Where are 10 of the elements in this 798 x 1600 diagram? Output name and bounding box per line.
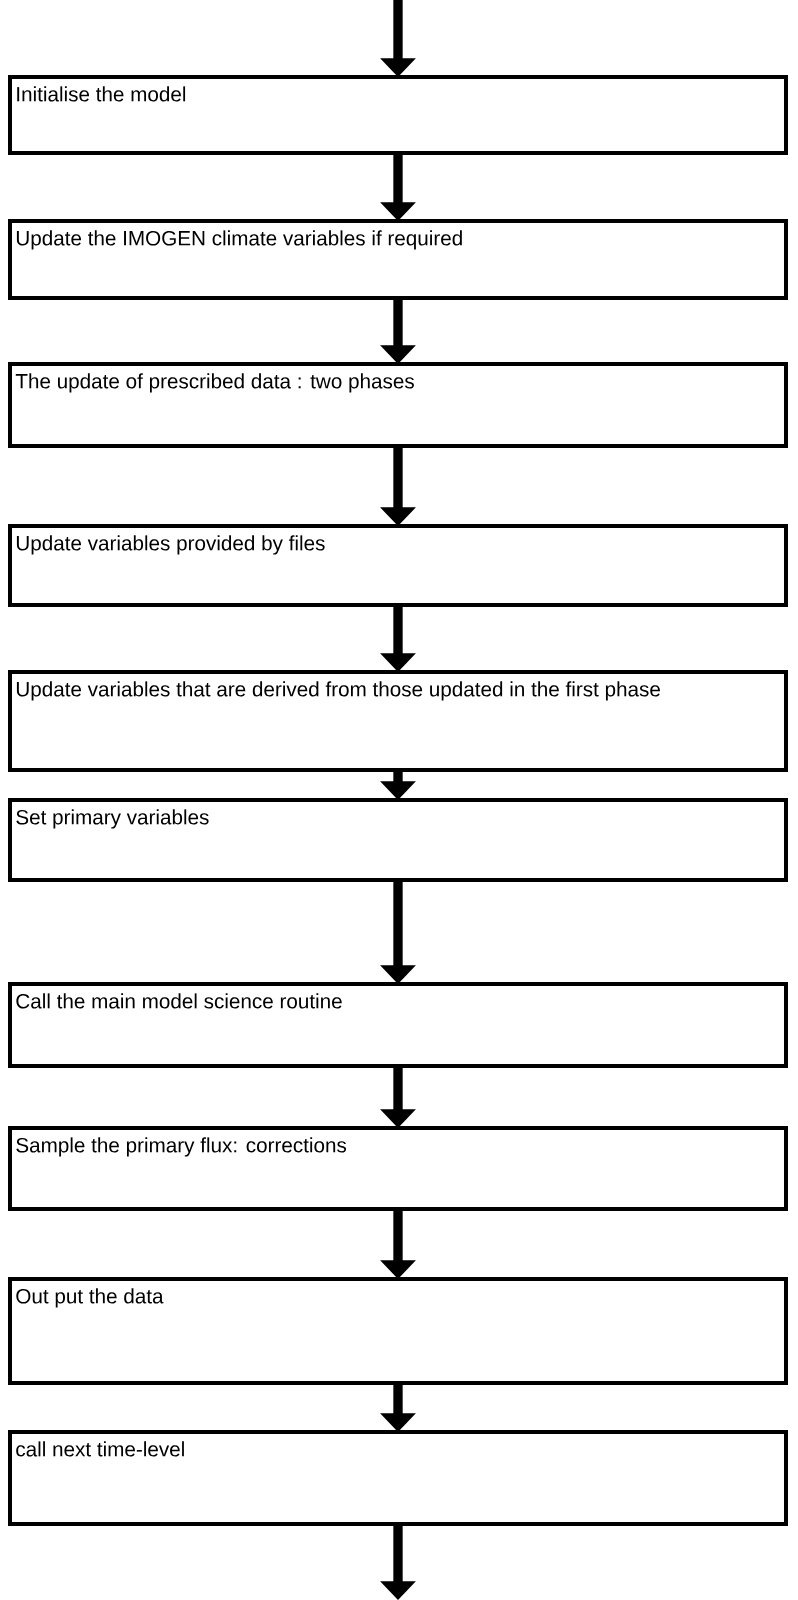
- process-box: Call the main model science routine: [8, 982, 788, 1068]
- process-box: Update the IMOGEN climate variables if required: [8, 219, 788, 301]
- process-box: call next time-level: [8, 1430, 788, 1526]
- process-box: Update variables provided by files: [8, 524, 788, 607]
- process-box: Update variables that are derived from those updated in the first phase: [8, 670, 788, 772]
- process-box: Out put the data: [8, 1277, 788, 1385]
- process-box: Initialise the model: [8, 75, 788, 155]
- process-box: The update of prescribed data : two phases: [8, 362, 788, 448]
- process-box: Set primary variables: [8, 798, 788, 882]
- process-box: Sample the primary flux: corrections: [8, 1126, 788, 1212]
